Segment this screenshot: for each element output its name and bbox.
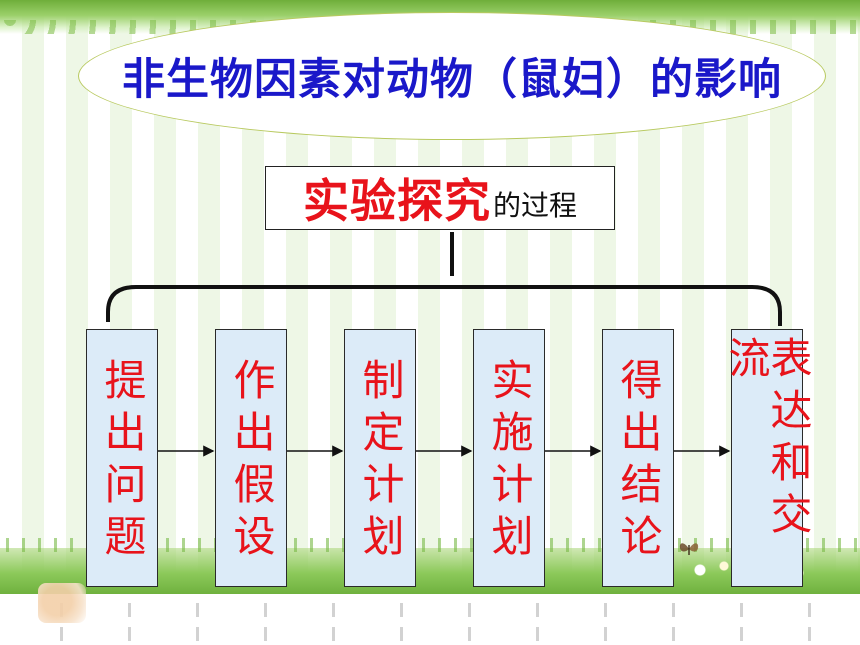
step-label: 作出假设 <box>227 358 276 566</box>
subtitle-main: 实验探究 <box>302 174 491 228</box>
step-box-make-plan: 制定计划 <box>344 329 416 587</box>
step-box-carry-out-plan: 实施计划 <box>473 329 545 587</box>
step-box-ask-question: 提出问题 <box>86 329 158 587</box>
subtitle-box: 实验探究 的过程 <box>265 166 615 230</box>
subtitle-suffix: 的过程 <box>492 189 577 222</box>
slide-title: 非生物因素对动物（鼠妇）的影响 <box>122 55 782 105</box>
title-oval <box>78 12 826 140</box>
step-label: 提出问题 <box>98 358 147 566</box>
brace-line <box>106 285 782 326</box>
seal-decoration <box>38 583 86 623</box>
floor-ticks-decoration <box>0 603 860 641</box>
butterfly-icon <box>679 543 699 555</box>
step-label: 得出结论 <box>614 358 663 566</box>
step-label: 表达和交流 <box>722 336 813 544</box>
step-box-conclusion: 得出结论 <box>602 329 674 587</box>
step-label: 制定计划 <box>356 358 405 566</box>
step-box-hypothesis: 作出假设 <box>215 329 287 587</box>
step-box-communicate: 表达和交流 <box>722 329 813 587</box>
step-label: 实施计划 <box>485 358 534 566</box>
